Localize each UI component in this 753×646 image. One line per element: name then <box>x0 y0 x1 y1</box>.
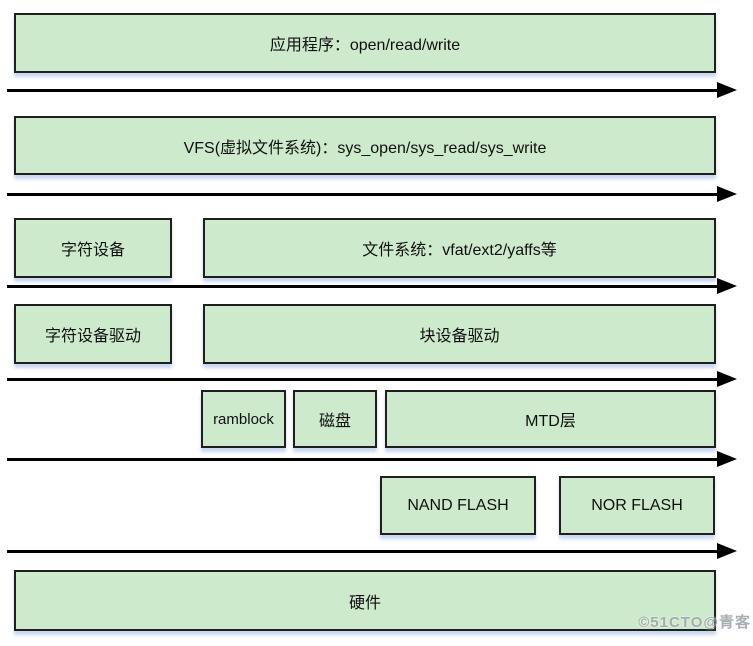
box-mtd-layer: MTD层 <box>385 390 716 448</box>
box-nor-flash: NOR FLASH <box>559 476 715 535</box>
mtd-layer-label: MTD层 <box>525 413 576 430</box>
box-nand-flash: NAND FLASH <box>380 476 536 535</box>
arrow-right-icon <box>717 451 737 467</box>
box-vfs-layer: VFS(虚拟文件系统)：sys_open/sys_read/sys_write <box>14 116 716 175</box>
layer-separator-arrow-4 <box>7 371 737 387</box>
arrow-line <box>7 549 717 553</box>
char-device-driver-label: 字符设备驱动 <box>44 328 141 345</box>
box-hardware-layer: 硬件 <box>14 570 716 631</box>
box-disk: 磁盘 <box>293 390 377 448</box>
vfs-layer-label: VFS(虚拟文件系统)：sys_open/sys_read/sys_write <box>183 139 547 157</box>
arrow-line <box>7 284 717 288</box>
arrow-right-icon <box>717 543 737 559</box>
box-block-device-driver: 块设备驱动 <box>203 304 716 364</box>
arrow-line <box>7 377 717 381</box>
block-device-driver-label: 块设备驱动 <box>419 328 500 345</box>
ramblock-label: ramblock <box>213 410 274 428</box>
layer-separator-arrow-1 <box>7 82 737 98</box>
nand-flash-label: NAND FLASH <box>407 496 509 514</box>
layer-separator-arrow-5 <box>7 451 737 467</box>
hardware-layer-label: 硬件 <box>348 594 381 612</box>
box-char-device-driver: 字符设备驱动 <box>14 304 172 364</box>
arrow-line <box>7 457 717 461</box>
box-ramblock: ramblock <box>201 390 286 448</box>
arrow-right-icon <box>717 82 737 98</box>
layer-separator-arrow-3 <box>7 278 737 294</box>
char-device-label: 字符设备 <box>60 242 125 259</box>
arrow-right-icon <box>717 186 737 202</box>
box-application-layer: 应用程序：open/read/write <box>14 13 716 73</box>
watermark: ©51CTO@青客 <box>638 614 751 631</box>
disk-label: 磁盘 <box>318 413 351 430</box>
filesystem-label: 文件系统：vfat/ext2/yaffs等 <box>362 242 557 259</box>
arrow-line <box>7 88 717 92</box>
arrow-line <box>7 192 717 196</box>
arrow-right-icon <box>717 278 737 294</box>
box-filesystem: 文件系统：vfat/ext2/yaffs等 <box>203 218 716 278</box>
layer-separator-arrow-6 <box>7 543 737 559</box>
box-char-device: 字符设备 <box>14 218 172 278</box>
arrow-right-icon <box>717 371 737 387</box>
application-layer-label: 应用程序：open/read/write <box>269 37 461 54</box>
nor-flash-label: NOR FLASH <box>591 496 683 514</box>
layer-separator-arrow-2 <box>7 186 737 202</box>
